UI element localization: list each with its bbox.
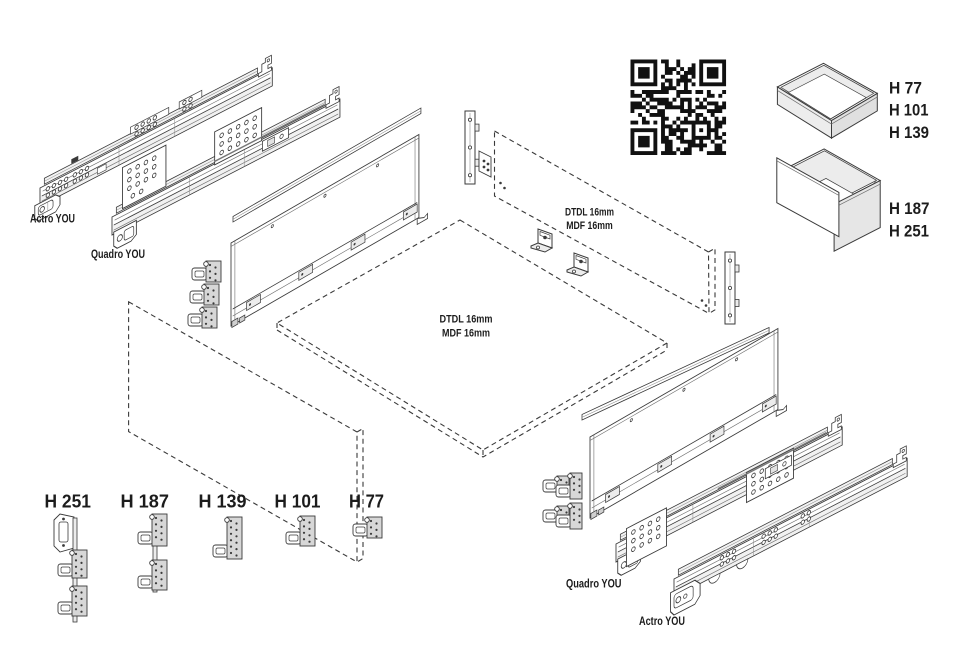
bracket-set-h251: [53, 513, 88, 623]
bracket-set-h139: [212, 516, 243, 560]
label-bracket-h139: H 139: [199, 491, 247, 512]
back-connector-right: [724, 251, 740, 325]
label-bracket-h101: H 101: [275, 491, 321, 512]
label-height-h187: H 187: [889, 200, 930, 218]
bracket-set-h77: [352, 516, 383, 539]
label-bracket-h187: H 187: [121, 491, 170, 512]
label-bracket-h77: H 77: [349, 491, 384, 512]
side-brackets-left: [187, 260, 222, 329]
label-bottom-panel-material-1: DTDL 16mm: [440, 314, 493, 326]
bottom-panel-outline: [275, 219, 669, 458]
label-height-h101: H 101: [889, 102, 929, 120]
qr-code-icon: [630, 59, 727, 156]
label-slide-actro-bottom: Actro YOU: [639, 614, 685, 628]
slide-quadro-bottom: [615, 413, 843, 576]
slide-actro-top: [34, 54, 273, 222]
slide-actro-bottom: [670, 445, 908, 616]
side-brackets-right: [542, 472, 583, 530]
front-panel-outline: [128, 300, 364, 563]
label-bracket-h251: H 251: [45, 491, 92, 512]
label-back-panel-material-1: DTDL 16mm: [565, 207, 614, 219]
label-slide-quadro-bottom: Quadro YOU: [566, 577, 622, 591]
drawer-box-shallow: [776, 62, 879, 140]
back-connector-left: [464, 110, 492, 185]
slide-quadro-top: [111, 85, 341, 249]
label-height-h251: H 251: [889, 223, 929, 241]
label-bottom-panel-material-2: MDF 16mm: [442, 328, 490, 340]
drawer-box-tall: [776, 148, 882, 253]
angle-bracket-2: [566, 252, 590, 277]
label-back-panel-material-2: MDF 16mm: [566, 220, 613, 232]
panel-left: [230, 133, 428, 329]
back-panel-outline: [493, 130, 716, 315]
label-height-h77: H 77: [889, 80, 922, 98]
label-slide-actro-top: Actro YOU: [30, 212, 75, 226]
gallery-rail-right: [581, 326, 770, 421]
gallery-rail-left: [232, 107, 422, 223]
label-height-h139: H 139: [889, 124, 929, 142]
angle-bracket-1: [530, 228, 554, 253]
label-slide-quadro-top: Quadro YOU: [91, 247, 145, 261]
panel-right: [589, 327, 787, 521]
bracket-set-h101: [285, 515, 316, 547]
bracket-set-h187: [137, 513, 168, 593]
